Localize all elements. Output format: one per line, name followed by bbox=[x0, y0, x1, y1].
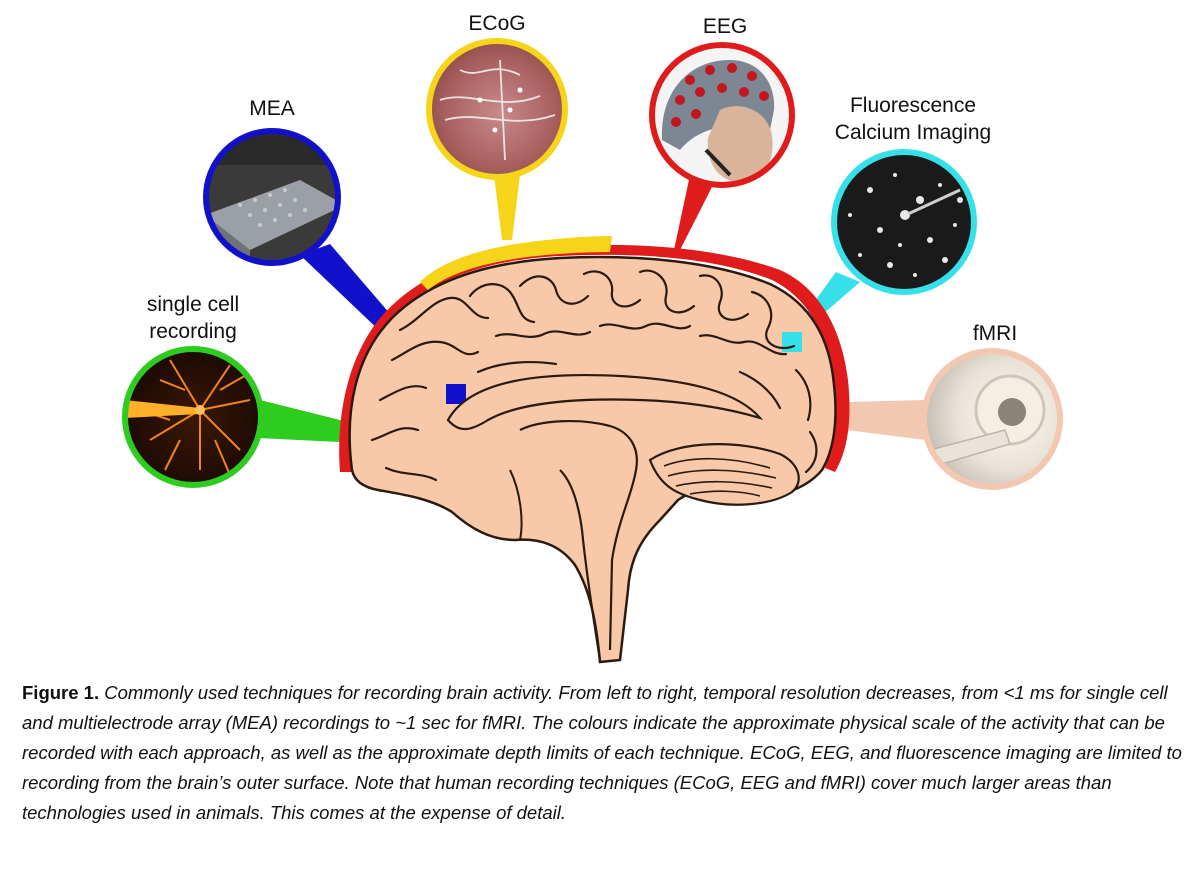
single-cell-label: single cell recording bbox=[133, 291, 253, 345]
figure-caption-title: Figure 1. bbox=[22, 682, 100, 703]
fluorescence-inset bbox=[831, 149, 977, 295]
ecog-surface-patch bbox=[420, 236, 612, 290]
eeg-circle-border bbox=[649, 42, 795, 188]
fmri-circle-border bbox=[921, 348, 1063, 490]
fmri-inset bbox=[921, 348, 1063, 490]
eeg-inset bbox=[649, 42, 795, 188]
ecog-inset bbox=[426, 38, 568, 180]
mea-label: MEA bbox=[249, 97, 295, 120]
eeg-pointer bbox=[674, 175, 714, 250]
single-cell-label-line1: single cell bbox=[146, 293, 240, 316]
ecog-pointer bbox=[494, 175, 520, 240]
brain-sagittal-illustration bbox=[339, 236, 850, 664]
eeg-label: EEG bbox=[702, 15, 748, 38]
ecog-circle-border bbox=[426, 38, 568, 180]
fluorescence-circle-border bbox=[831, 149, 977, 295]
fluorescence-label-line2: Calcium Imaging bbox=[834, 121, 992, 144]
mea-circle-border bbox=[203, 128, 341, 266]
mea-inset bbox=[203, 128, 341, 266]
figure-caption: Figure 1. Commonly used techniques for r… bbox=[22, 678, 1182, 828]
fmri-label: fMRI bbox=[972, 322, 1018, 345]
cerebellum bbox=[648, 443, 800, 506]
mea-site-marker bbox=[446, 384, 466, 404]
figure-caption-text: Commonly used techniques for recording b… bbox=[22, 682, 1182, 823]
ecog-label: ECoG bbox=[468, 12, 526, 35]
fluorescence-label-line1: Fluorescence bbox=[849, 94, 977, 117]
single-cell-label-line2: recording bbox=[149, 320, 237, 343]
single-cell-circle-border bbox=[122, 346, 264, 488]
fluorescence-label: Fluorescence Calcium Imaging bbox=[828, 92, 998, 146]
corpus-callosum bbox=[446, 373, 764, 431]
single-cell-recording-inset bbox=[122, 346, 264, 488]
